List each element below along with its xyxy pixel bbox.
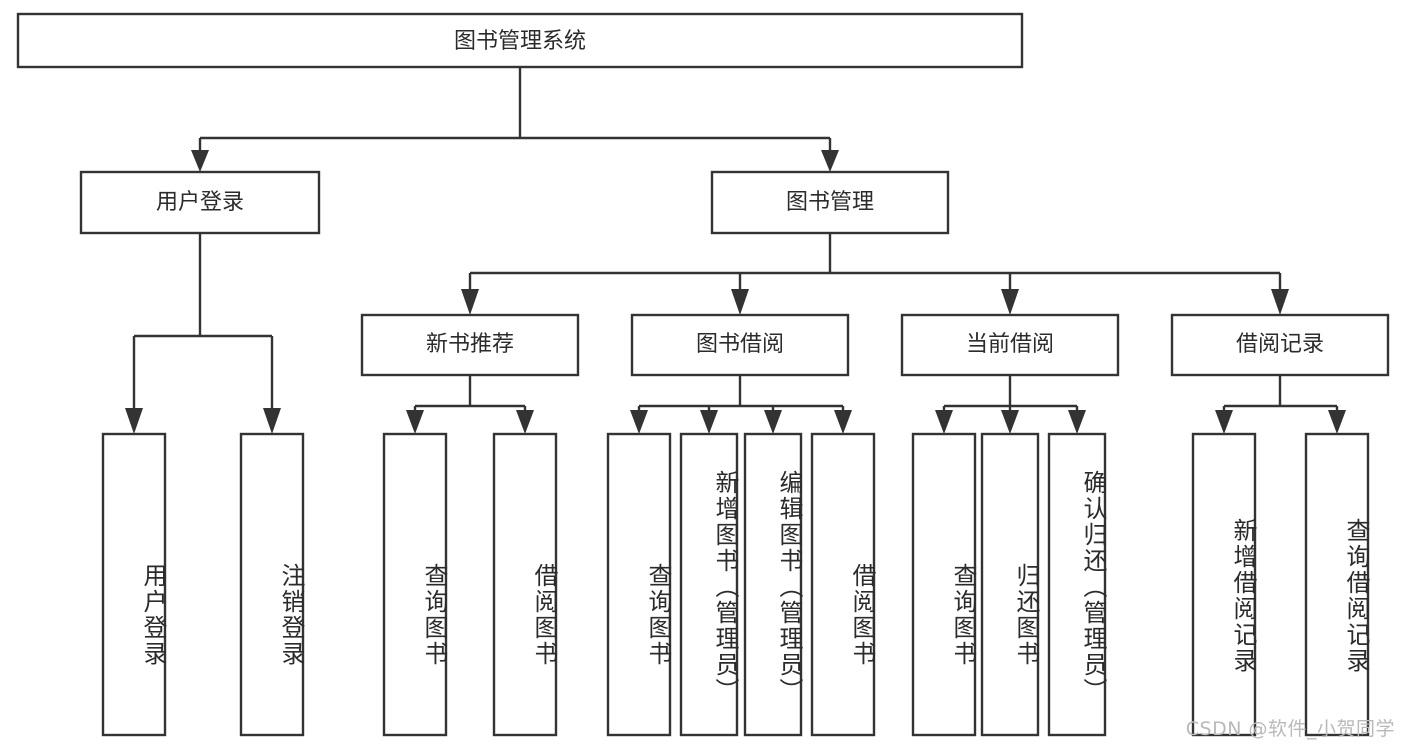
arrowhead-leaf-logout <box>263 408 281 434</box>
node-box-leaf-return-book[interactable] <box>980 432 1040 737</box>
node-label-book-manage: 图书管理 <box>786 190 874 215</box>
node-box-root[interactable] <box>16 12 1024 69</box>
arrowhead-book-borrow <box>731 289 749 315</box>
node-box-leaf-query-book-current[interactable] <box>911 432 977 737</box>
arrowhead-borrow-leaf-4 <box>834 410 852 434</box>
node-box-leaf-borrow-book-recommend[interactable] <box>492 432 558 737</box>
arrowhead-borrow-record <box>1271 289 1289 315</box>
arrowhead-current-leaf-2 <box>1001 410 1019 434</box>
connector-layer <box>125 67 1346 434</box>
node-box-borrow-record[interactable] <box>1170 313 1390 377</box>
arrowhead-current-borrow <box>1001 289 1019 315</box>
arrowhead-book-manage <box>821 150 839 172</box>
node-box-leaf-add-record[interactable] <box>1191 432 1257 737</box>
node-label-new-book-recommend: 新书推荐 <box>426 332 514 357</box>
arrowhead-borrow-leaf-2 <box>700 410 718 434</box>
node-box-book-borrow[interactable] <box>630 313 850 377</box>
arrowhead-new-book-recommend <box>461 289 479 315</box>
node-box-leaf-query-book-borrow[interactable] <box>606 432 672 737</box>
node-label-root: 图书管理系统 <box>454 29 586 54</box>
arrowhead-recommend-leaf-2 <box>516 410 534 434</box>
arrowhead-current-leaf-1 <box>935 410 953 434</box>
watermark-text: CSDN @软件_小贺同学 <box>1185 718 1395 740</box>
node-label-borrow-record: 借阅记录 <box>1236 332 1324 357</box>
node-box-new-book-recommend[interactable] <box>360 313 580 377</box>
node-box-leaf-user-login[interactable] <box>101 432 167 737</box>
arrowhead-borrow-leaf-1 <box>630 410 648 434</box>
node-label-book-borrow: 图书借阅 <box>696 332 784 357</box>
node-layer: 图书管理系统 用户登录 图书管理 新书推荐 图书借阅 当前借阅 借阅记录 <box>16 12 1390 737</box>
arrowhead-record-leaf-2 <box>1328 410 1346 434</box>
node-box-leaf-edit-book[interactable] <box>743 432 803 737</box>
arrowhead-record-leaf-1 <box>1215 410 1233 434</box>
node-box-leaf-add-book[interactable] <box>679 432 739 737</box>
node-box-book-manage[interactable] <box>710 170 950 235</box>
arrowhead-borrow-leaf-3 <box>764 410 782 434</box>
node-box-current-borrow[interactable] <box>900 313 1120 377</box>
node-box-leaf-query-record[interactable] <box>1304 432 1370 737</box>
node-box-user-login[interactable] <box>79 170 321 235</box>
node-label-user-login: 用户登录 <box>156 190 244 215</box>
arrowhead-recommend-leaf-1 <box>406 410 424 434</box>
node-box-leaf-logout[interactable] <box>239 432 305 737</box>
node-box-leaf-query-book-recommend[interactable] <box>382 432 448 737</box>
arrowhead-current-leaf-3 <box>1068 410 1086 434</box>
node-label-current-borrow: 当前借阅 <box>966 332 1054 357</box>
node-box-leaf-borrow-book[interactable] <box>810 432 876 737</box>
arrowhead-user-login <box>191 150 209 172</box>
arrowhead-leaf-user-login <box>125 408 143 434</box>
node-box-leaf-confirm-return[interactable] <box>1047 432 1107 737</box>
